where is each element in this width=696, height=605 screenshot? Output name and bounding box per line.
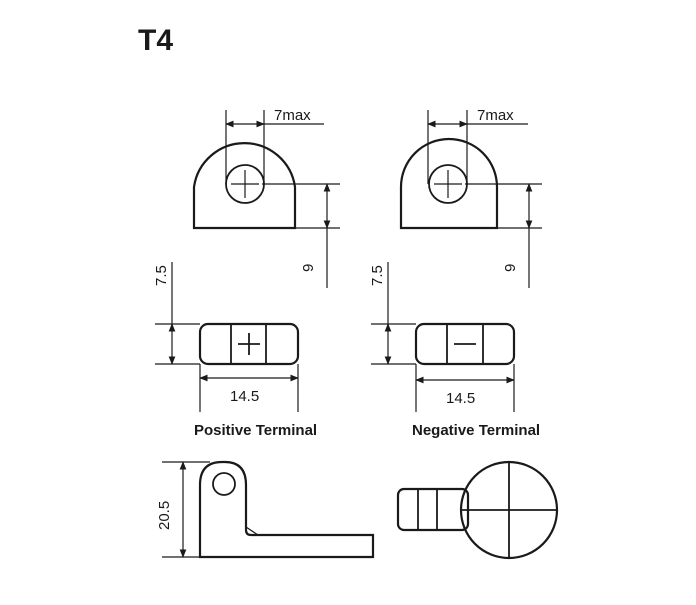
positive-tab-outline bbox=[192, 142, 297, 230]
positive-caption: Positive Terminal bbox=[194, 422, 317, 439]
negative-tab-outline bbox=[399, 137, 499, 230]
positive-front-block bbox=[198, 322, 300, 366]
negative-height-label: 9 bbox=[502, 264, 519, 272]
positive-length-label: 14.5 bbox=[230, 388, 259, 405]
negative-front-block bbox=[414, 322, 516, 366]
negative-length-label: 14.5 bbox=[446, 390, 475, 407]
side-height-label: 20.5 bbox=[156, 501, 173, 530]
negative-thickness-label: 7.5 bbox=[369, 265, 386, 286]
page-title: T4 bbox=[138, 24, 173, 57]
side-view-group: 20.5 bbox=[156, 460, 375, 559]
positive-thickness-label: 7.5 bbox=[153, 265, 170, 286]
negative-terminal-group: 7max 9 7.5 14.5 Negative Terminal bbox=[369, 107, 542, 439]
negative-caption: Negative Terminal bbox=[412, 422, 540, 439]
positive-terminal-group: 7max 9 7.5 14.5 Positive Terminal bbox=[153, 107, 340, 439]
top-view-group bbox=[396, 460, 559, 560]
side-view-outline bbox=[198, 460, 375, 559]
top-view-stem bbox=[396, 487, 470, 532]
negative-width-label: 7max bbox=[477, 107, 514, 124]
side-view-hole bbox=[212, 472, 236, 496]
positive-height-label: 9 bbox=[300, 264, 317, 272]
positive-width-label: 7max bbox=[274, 107, 311, 124]
